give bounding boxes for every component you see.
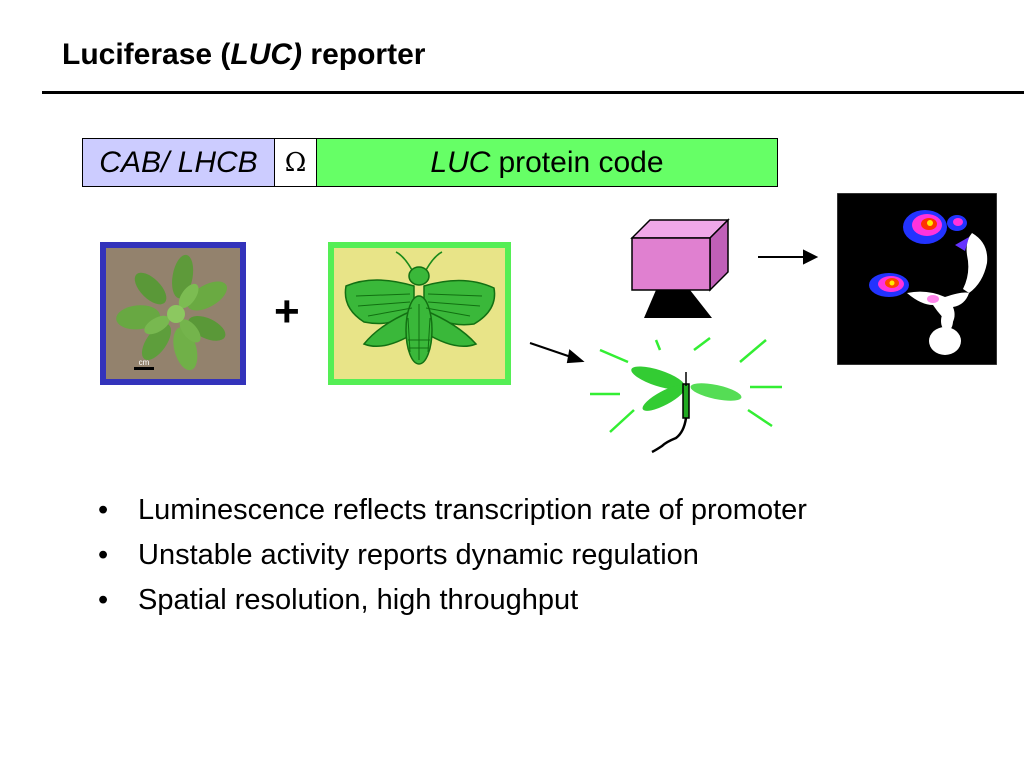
bullet-marker: • bbox=[98, 584, 109, 616]
plant-photo: cm bbox=[100, 242, 246, 385]
glow-rays bbox=[590, 337, 782, 433]
bullet-text: Spatial resolution, high throughput bbox=[138, 584, 579, 616]
firefly-insect-image bbox=[334, 248, 505, 379]
camera-icon bbox=[630, 218, 730, 318]
title-divider bbox=[42, 91, 1024, 94]
title-suffix: reporter bbox=[302, 38, 426, 71]
glowing-seedling-icon bbox=[631, 366, 742, 454]
luc-gene-name: LUC bbox=[430, 145, 491, 179]
bullet-item: • Unstable activity reports dynamic regul… bbox=[98, 533, 807, 578]
bullet-item: • Spatial resolution, high throughput bbox=[98, 578, 807, 623]
scale-bar-label: cm bbox=[139, 358, 150, 367]
bullet-text: Unstable activity reports dynamic regula… bbox=[138, 539, 699, 571]
plus-sign: + bbox=[274, 287, 300, 336]
luc-coding-label: protein code bbox=[498, 145, 664, 179]
bullet-marker: • bbox=[98, 539, 109, 571]
title-prefix: Luciferase ( bbox=[62, 38, 231, 71]
arrow-icon bbox=[529, 249, 819, 364]
gene-construct: CAB/ LHCB Ω LUC protein code bbox=[82, 138, 778, 187]
firefly-drawing bbox=[328, 242, 511, 385]
bullet-marker: • bbox=[98, 494, 109, 526]
slide-title: Luciferase (LUC) reporter bbox=[62, 38, 425, 72]
bullet-text: Luminescence reflects transcription rate… bbox=[138, 494, 807, 526]
bullet-list: • Luminescence reflects transcription rat… bbox=[98, 488, 807, 623]
luminescence-image bbox=[837, 193, 997, 365]
bullet-item: • Luminescence reflects transcription rat… bbox=[98, 488, 807, 533]
omega-segment: Ω bbox=[275, 139, 317, 186]
promoter-segment: CAB/ LHCB bbox=[83, 139, 275, 186]
title-italic: LUC) bbox=[230, 38, 303, 71]
luc-coding-segment: LUC protein code bbox=[317, 139, 777, 186]
arabidopsis-rosette-image: cm bbox=[106, 248, 240, 379]
